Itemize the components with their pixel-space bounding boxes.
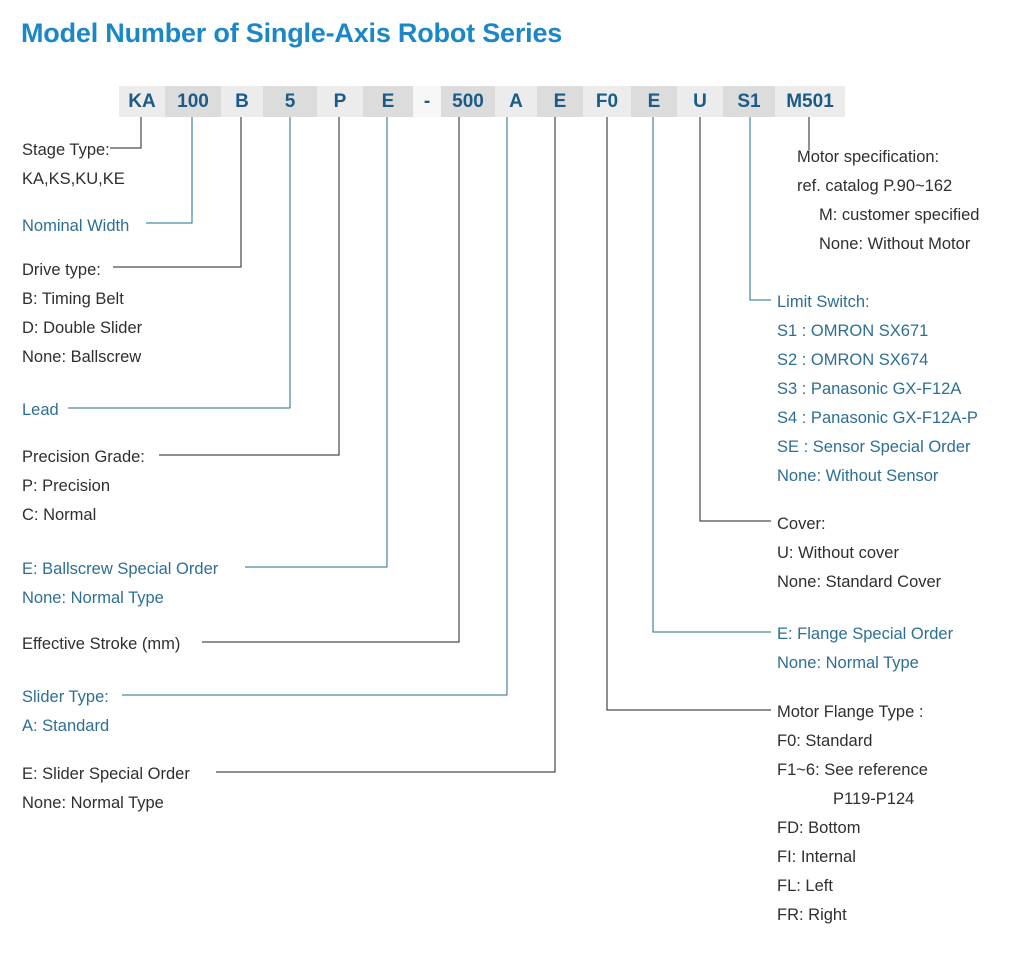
code-cell-s1: S1	[723, 86, 775, 117]
label-line: S4 : Panasonic GX-F12A-P	[777, 409, 978, 427]
label-line: B: Timing Belt	[22, 290, 124, 308]
label-line: F1~6: See reference	[777, 761, 928, 779]
code-cell-e: E	[631, 86, 677, 117]
label-block-motor-specification: Motor specification: ref. catalog P.90~16…	[797, 143, 979, 259]
leader-line-motor-flange-type	[606, 117, 771, 711]
label-line: ref. catalog P.90~162	[797, 177, 953, 195]
label-block-precision-grade: Precision Grade: P: Precision C: Normal	[22, 443, 145, 530]
label-line: None: Ballscrew	[22, 348, 142, 366]
leader-line-nominal-width	[146, 117, 193, 224]
label-line: FI: Internal	[777, 848, 856, 866]
label-line: Motor Flange Type :	[777, 703, 924, 721]
page-title: Model Number of Single-Axis Robot Series	[21, 18, 563, 48]
label-line: S2 : OMRON SX674	[777, 351, 929, 369]
code-cell-u: U	[677, 86, 723, 117]
label-line: F0: Standard	[777, 732, 873, 750]
label-line: P: Precision	[22, 477, 111, 495]
label-line: Precision Grade:	[22, 448, 145, 466]
label-line: None: Without Sensor	[777, 467, 939, 485]
label-line: Lead	[22, 401, 59, 419]
label-line: Drive type:	[22, 261, 101, 279]
label-block-nominal-width: Nominal Width	[22, 212, 129, 241]
code-cell-e: E	[537, 86, 583, 117]
leader-line-slider-special-order	[216, 117, 556, 773]
label-line: Effective Stroke (mm)	[22, 635, 181, 653]
label-line: E: Slider Special Order	[22, 765, 190, 783]
label-line: Motor specification:	[797, 148, 940, 166]
label-line: S3 : Panasonic GX-F12A	[777, 380, 962, 398]
code-cell-m501: M501	[775, 86, 845, 117]
code-cell-f0: F0	[583, 86, 631, 117]
code-cell-b: B	[221, 86, 263, 117]
code-cell-500: 500	[441, 86, 495, 117]
code-cell-p: P	[317, 86, 363, 117]
code-cell-dash: -	[413, 86, 441, 117]
label-line: Nominal Width	[22, 217, 130, 235]
label-block-slider-type: Slider Type: A: Standard	[22, 683, 109, 741]
leader-line-cover	[699, 117, 771, 522]
leader-line-limit-switch	[749, 117, 771, 301]
label-line: M: customer specified	[819, 206, 980, 224]
label-line: None: Without Motor	[819, 235, 971, 253]
label-line: None: Standard Cover	[777, 573, 942, 591]
label-line: E: Ballscrew Special Order	[22, 560, 219, 578]
code-cell-100: 100	[165, 86, 221, 117]
code-cell-ka: KA	[119, 86, 165, 117]
label-line: E: Flange Special Order	[777, 625, 954, 643]
label-block-stage-type: Stage Type: KA,KS,KU,KE	[22, 136, 125, 194]
label-line: SE : Sensor Special Order	[777, 438, 971, 456]
leader-line-flange-special-order	[652, 117, 771, 633]
leader-line-effective-stroke	[202, 117, 460, 643]
label-line: S1 : OMRON SX671	[777, 322, 929, 340]
label-line: KA,KS,KU,KE	[22, 170, 125, 188]
leader-line-precision-grade	[159, 117, 340, 456]
label-line: A: Standard	[22, 717, 110, 735]
leader-line-drive-type	[113, 117, 242, 268]
label-line: D: Double Slider	[22, 319, 143, 337]
label-line: P119-P124	[833, 790, 915, 808]
label-line: U: Without cover	[777, 544, 899, 562]
leader-line-ballscrew-special-order	[245, 117, 388, 568]
label-line: Stage Type:	[22, 141, 110, 159]
label-line: FD: Bottom	[777, 819, 861, 837]
code-cell-a: A	[495, 86, 537, 117]
label-line: None: Normal Type	[777, 654, 919, 672]
label-line: Cover:	[777, 515, 826, 533]
label-line: C: Normal	[22, 506, 97, 524]
label-block-effective-stroke: Effective Stroke (mm)	[22, 630, 180, 659]
label-line: Limit Switch:	[777, 293, 870, 311]
label-line: FL: Left	[777, 877, 833, 895]
label-line: None: Normal Type	[22, 794, 164, 812]
label-block-limit-switch: Limit Switch: S1 : OMRON SX671 S2 : OMRON …	[777, 288, 978, 491]
label-line: Slider Type:	[22, 688, 109, 706]
label-block-drive-type: Drive type: B: Timing Belt D: Double Slide…	[22, 256, 142, 372]
code-cell-e: E	[363, 86, 413, 117]
label-line: None: Normal Type	[22, 589, 164, 607]
label-block-lead: Lead	[22, 396, 59, 425]
label-line: FR: Right	[777, 906, 847, 924]
code-cell-5: 5	[263, 86, 317, 117]
